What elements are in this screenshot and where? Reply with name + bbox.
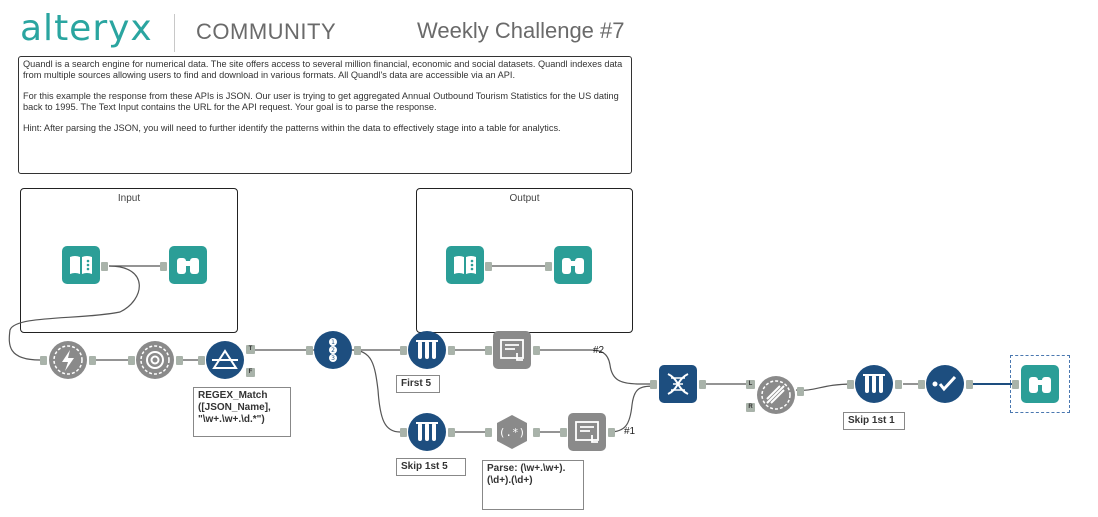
selection-box: [1010, 355, 1070, 413]
output-container-title: Output: [509, 193, 540, 204]
connection-label-1: #1: [624, 426, 636, 437]
connection-label-2: #2: [593, 345, 605, 356]
join-icon[interactable]: [757, 376, 795, 414]
filter-annotation: REGEX_Match ([JSON_Name], "\w+.\w+.\d.*"…: [193, 387, 291, 437]
output-anchor[interactable]: [448, 428, 455, 437]
challenge-title: Weekly Challenge #7: [417, 18, 625, 43]
input-anchor[interactable]: [545, 262, 552, 271]
right-anchor[interactable]: R: [746, 403, 755, 412]
output-anchor[interactable]: [176, 356, 183, 365]
regex-icon[interactable]: (.*): [493, 413, 531, 451]
input-anchor[interactable]: [198, 356, 205, 365]
svg-text:(.*): (.*): [499, 426, 526, 439]
logo-divider: [174, 14, 175, 52]
input-anchor[interactable]: [1012, 380, 1019, 389]
input-anchor[interactable]: [40, 356, 47, 365]
output-anchor[interactable]: [448, 346, 455, 355]
json-parse-icon[interactable]: [136, 341, 174, 379]
skip1-annotation: Skip 1st 1: [843, 412, 905, 430]
true-anchor[interactable]: T: [246, 345, 255, 354]
output-anchor[interactable]: [966, 380, 973, 389]
input-container[interactable]: Input: [20, 188, 238, 333]
sample-icon[interactable]: [408, 413, 446, 451]
output-anchor[interactable]: [485, 262, 492, 271]
skip5-annotation: Skip 1st 5: [396, 458, 466, 476]
input-anchor[interactable]: [485, 428, 492, 437]
svg-text:2: 2: [331, 347, 335, 354]
sample-icon[interactable]: [408, 331, 446, 369]
download-icon[interactable]: [49, 341, 87, 379]
input-container-title: Input: [117, 193, 141, 204]
input-anchor[interactable]: [847, 380, 854, 389]
description-paragraph-2: For this example the response from these…: [23, 91, 619, 112]
input-anchor[interactable]: [160, 262, 167, 271]
output-anchor[interactable]: [101, 262, 108, 271]
input-anchor[interactable]: [650, 380, 657, 389]
input-anchor[interactable]: [400, 346, 407, 355]
community-label: COMMUNITY: [196, 19, 337, 44]
output-anchor[interactable]: [533, 346, 540, 355]
output-anchor[interactable]: [89, 356, 96, 365]
cross-tab-icon[interactable]: [493, 331, 531, 369]
browse-icon[interactable]: [169, 246, 207, 284]
output-anchor[interactable]: [895, 380, 902, 389]
input-anchor[interactable]: [918, 380, 925, 389]
select-icon[interactable]: [926, 365, 964, 403]
input-anchor[interactable]: [306, 346, 313, 355]
output-anchor[interactable]: [354, 346, 361, 355]
cross-tab-icon[interactable]: [568, 413, 606, 451]
input-anchor[interactable]: [400, 428, 407, 437]
first5-annotation: First 5: [396, 375, 440, 393]
alteryx-logo: alteryx: [20, 8, 153, 49]
input-anchor[interactable]: [485, 346, 492, 355]
description-paragraph-3: Hint: After parsing the JSON, you will n…: [23, 123, 561, 133]
svg-text:1: 1: [331, 339, 335, 346]
text-input-icon[interactable]: [446, 246, 484, 284]
input-anchor[interactable]: [560, 428, 567, 437]
browse-icon[interactable]: [1021, 365, 1059, 403]
output-anchor[interactable]: [608, 428, 615, 437]
parse-annotation: Parse: (\w+.\w+).(\d+).(\d+): [482, 460, 584, 510]
input-anchor[interactable]: [128, 356, 135, 365]
output-anchor[interactable]: [797, 387, 804, 396]
output-anchor[interactable]: [699, 380, 706, 389]
filter-icon[interactable]: [206, 341, 244, 379]
false-anchor[interactable]: F: [246, 368, 255, 377]
output-anchor[interactable]: [533, 428, 540, 437]
svg-text:3: 3: [331, 355, 335, 362]
browse-icon[interactable]: [554, 246, 592, 284]
dynamic-rename-icon[interactable]: [659, 365, 697, 403]
description-paragraph-1: Quandl is a search engine for numerical …: [23, 59, 623, 80]
left-anchor[interactable]: L: [746, 380, 755, 389]
sample-icon[interactable]: [855, 365, 893, 403]
description-comment[interactable]: Quandl is a search engine for numerical …: [18, 56, 632, 174]
text-input-icon[interactable]: [62, 246, 100, 284]
